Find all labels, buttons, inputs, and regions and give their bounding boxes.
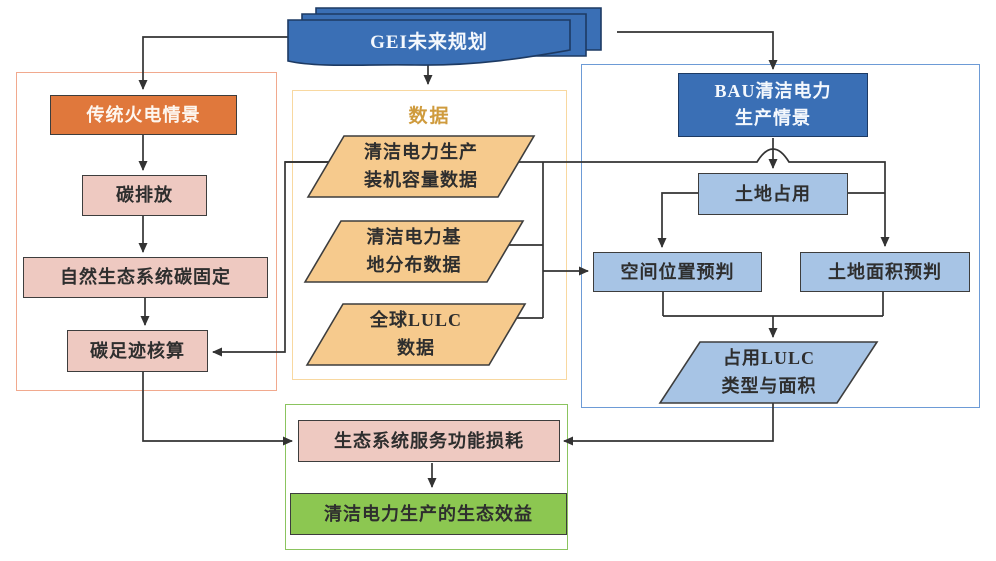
node-land-occupation: 土地占用 [698,173,848,215]
node-ecosystem-carbon-fixation: 自然生态系统碳固定 [23,257,268,298]
node-ecosystem-service-loss: 生态系统服务功能损耗 [298,420,560,462]
node-bau-clean-power-scenario: BAU清洁电力 生产情景 [678,73,868,137]
line-main-horizontal-with-hop [285,148,890,247]
node-traditional-thermal-scenario: 传统火电情景 [50,95,237,135]
global-lulc-line1: 全球LULC [369,310,462,331]
bau-scenario-line1: BAU清洁电力 [714,81,832,101]
base-distribution-line1: 清洁电力基 [366,227,462,248]
data-group-title: 数据 [408,105,451,127]
base-distribution-line2: 地分布数据 [366,255,462,275]
gei-plan-banner-label: GEI未来规划 [370,31,488,53]
base-distribution-parallelogram [303,220,525,283]
node-occupied-lulc: 占用LULC 类型与面积 [680,347,858,399]
capacity-data-parallelogram [306,135,536,198]
arrow-occupation-to-spatial [657,192,698,248]
node-base-distribution-data: 清洁电力基 地分布数据 [325,226,503,278]
node-capacity-data: 清洁电力生产 装机容量数据 [330,140,512,194]
node-spatial-location-prediction: 空间位置预判 [593,252,762,292]
node-carbon-footprint-accounting: 碳足迹核算 [67,330,208,372]
bau-scenario-line2: 生产情景 [735,108,811,128]
occupied-lulc-line2: 类型与面积 [721,376,817,396]
node-carbon-emission: 碳排放 [82,175,207,216]
global-lulc-line2: 数据 [397,338,435,358]
group-bau-scenario [581,64,980,408]
group-thermal-carbon [16,72,277,391]
gei-banner-front [287,19,571,67]
arrow-data-to-footprint [212,161,340,357]
arrow-gei-to-thermal [138,36,288,90]
node-global-lulc-data: 全球LULC 数据 [327,309,505,361]
node-land-area-prediction: 土地面积预判 [800,252,970,292]
group-data [292,90,567,380]
occupied-lulc-line1: 占用LULC [722,348,815,369]
occupied-lulc-parallelogram [658,341,879,404]
group-eco-benefit [285,404,568,550]
arrow-lulc-to-loss [563,403,774,446]
node-clean-power-eco-benefit: 清洁电力生产的生态效益 [290,493,567,535]
capacity-data-line1: 清洁电力生产 [364,142,478,163]
arrow-footprint-to-loss [142,372,293,446]
capacity-data-line2: 装机容量数据 [364,170,478,190]
global-lulc-parallelogram [305,303,527,366]
arrow-gei-to-bau [617,31,778,70]
